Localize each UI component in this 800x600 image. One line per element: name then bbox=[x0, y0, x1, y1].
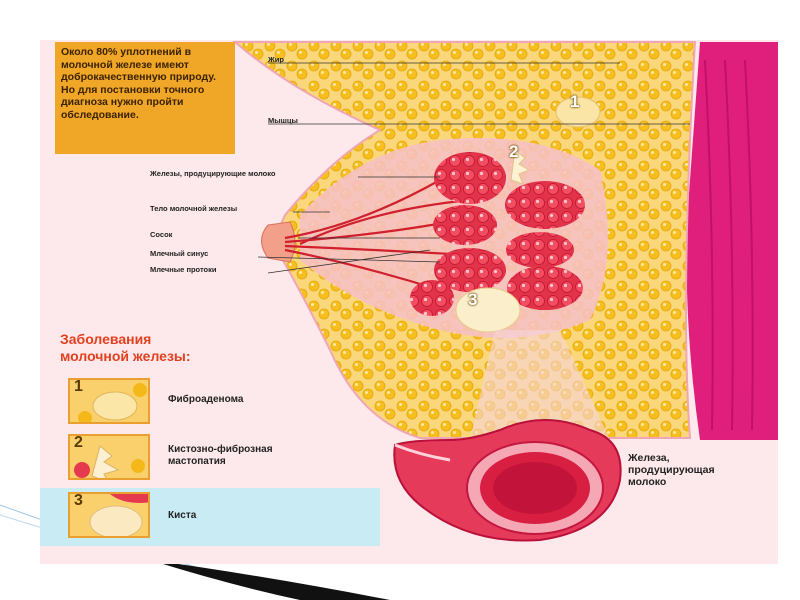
disease-label: Киста bbox=[168, 510, 197, 521]
label-milk-ducts: Млечные протоки bbox=[150, 265, 217, 274]
gland-detail-line3: молоко bbox=[628, 476, 667, 488]
label-fat: Жир bbox=[268, 55, 284, 64]
label-gland-body: Тело молочной железы bbox=[150, 204, 238, 213]
lobule bbox=[507, 266, 583, 310]
fibroadenoma-lesion bbox=[555, 96, 601, 128]
gland-cross-section bbox=[393, 419, 622, 542]
disease-number: 2 bbox=[74, 434, 83, 451]
gland-detail-label: Железа, продуцирующая молоко bbox=[628, 452, 715, 488]
diseases-title-line1: Заболевания bbox=[60, 331, 152, 347]
diseases-title-line2: молочной железы: bbox=[60, 348, 191, 364]
gland-detail-line1: Железа, bbox=[628, 452, 670, 464]
marker-2: 2 bbox=[509, 142, 519, 161]
disease-label: Кистозно-фиброзная мастопатия bbox=[168, 444, 273, 468]
gland-detail-line2: продуцирующая bbox=[628, 464, 715, 476]
cyst-lesion bbox=[455, 287, 521, 333]
lobule bbox=[434, 152, 506, 204]
marker-3: 3 bbox=[468, 290, 478, 309]
disease-thumbnail: 2 bbox=[68, 434, 150, 480]
disease-item-fibrocystic: 2 Кистозно-фиброзная мастопатия bbox=[60, 430, 380, 484]
label-milk-sinus: Млечный синус bbox=[150, 249, 209, 258]
disease-item-cyst: 3 Киста bbox=[60, 488, 380, 542]
marker-1: 1 bbox=[570, 92, 580, 111]
disease-thumbnail: 1 bbox=[68, 378, 150, 424]
disease-number: 3 bbox=[74, 492, 83, 509]
disease-number: 1 bbox=[74, 378, 83, 395]
disease-label-line1: Кистозно-фиброзная bbox=[168, 444, 273, 455]
label-nipple: Сосок bbox=[150, 230, 173, 239]
label-milk-glands: Железы, продуцирующие молоко bbox=[150, 169, 276, 178]
fibrocystic-lesion bbox=[510, 149, 531, 185]
label-muscles: Мышцы bbox=[268, 116, 298, 125]
disease-label: Фиброаденома bbox=[168, 394, 244, 405]
info-note: Около 80% уплотнений в молочной железе и… bbox=[55, 42, 235, 154]
lobule bbox=[410, 280, 454, 316]
disease-thumbnail: 3 bbox=[68, 492, 150, 538]
lobule bbox=[506, 232, 574, 268]
lobule bbox=[433, 205, 497, 245]
disease-label-line2: мастопатия bbox=[168, 456, 226, 467]
disease-item-fibroadenoma: 1 Фиброаденома bbox=[60, 374, 380, 428]
lobule bbox=[505, 181, 585, 229]
lobule bbox=[434, 248, 506, 292]
diseases-title: Заболевания молочной железы: bbox=[60, 331, 191, 365]
info-note-text: Около 80% уплотнений в молочной железе и… bbox=[61, 46, 217, 121]
